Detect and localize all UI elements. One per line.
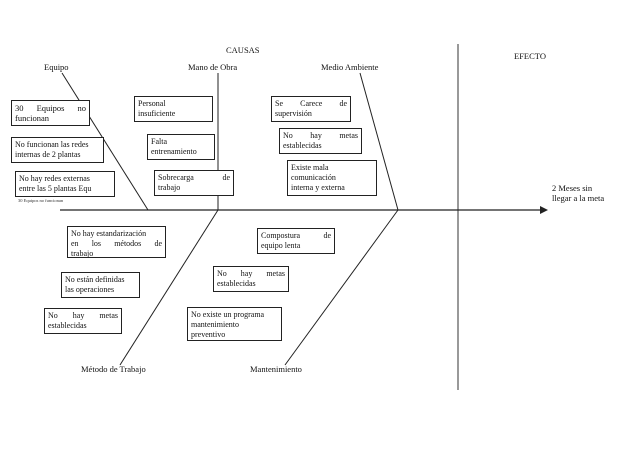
cause-box-operaciones: No están definidas las operaciones xyxy=(61,272,140,298)
cause-line: comunicación xyxy=(291,173,336,182)
cause-line: en los métodos de xyxy=(71,239,162,248)
cause-line: 30 Equipos no xyxy=(15,103,86,113)
cause-line: Compostura de xyxy=(261,231,331,240)
cause-box-sobrecarga: Sobrecarga de trabajo xyxy=(154,170,234,196)
bone-metodo-de-trabajo xyxy=(119,209,219,366)
cause-line: No están definidas xyxy=(65,275,125,284)
cause-box-metas-ambiente: No hay metas establecidas xyxy=(279,128,362,154)
cause-line: establecidas xyxy=(48,321,87,330)
category-mantenimiento: Mantenimiento xyxy=(250,364,302,374)
effect-line-1: 2 Meses sin xyxy=(552,183,593,193)
bone-equipo xyxy=(61,72,149,211)
category-equipo: Equipo xyxy=(44,62,69,72)
cause-line: Se Carece de xyxy=(275,99,347,108)
cause-box-redes-externas: No hay redes externas entre las 5 planta… xyxy=(15,171,115,197)
cause-line: No hay metas xyxy=(48,311,118,320)
category-mano-de-obra: Mano de Obra xyxy=(188,62,238,72)
cause-line: No funcionan las redes xyxy=(15,140,89,149)
cause-line: equipo lenta xyxy=(261,241,301,250)
cause-box-estandarizacion: No hay estandarización en los métodos de… xyxy=(67,226,166,258)
cause-line: establecidas xyxy=(217,279,256,288)
cause-line: trabajo xyxy=(158,183,181,192)
cause-box-equipos-no-funcionan: 30 Equipos no funcionan xyxy=(11,100,90,126)
bone-mantenimiento xyxy=(284,209,399,366)
cause-box-compostura: Compostura de equipo lenta xyxy=(257,228,335,254)
cause-line: entrenamiento xyxy=(151,147,197,156)
cause-line: interna y externa xyxy=(291,183,345,192)
cause-line: entre las 5 plantas Equ xyxy=(19,184,92,193)
cause-line: establecidas xyxy=(283,141,322,150)
cause-box-programa-mantenimiento: No existe un programa mantenimiento prev… xyxy=(187,307,282,341)
cause-line: internas de 2 plantas xyxy=(15,150,81,159)
cause-line: No hay estandarización xyxy=(71,229,147,238)
cause-box-supervision: Se Carece de supervisión xyxy=(271,96,351,122)
cause-line: No hay metas xyxy=(217,269,285,278)
cause-line: supervisión xyxy=(275,109,312,118)
cause-line: Falta xyxy=(151,137,167,146)
cause-line: Sobrecarga de xyxy=(158,173,230,182)
cause-line: No hay redes externas xyxy=(19,174,90,183)
cause-box-redes-internas: No funcionan las redes internas de 2 pla… xyxy=(11,137,104,163)
cause-box-metas-mantenimiento: No hay metas establecidas xyxy=(213,266,289,292)
category-metodo-de-trabajo: Método de Trabajo xyxy=(81,364,146,374)
cause-box-personal-insuficiente: Personal insuficiente xyxy=(134,96,213,122)
cause-line: funcionan xyxy=(15,113,49,123)
cause-line: No hay metas xyxy=(283,131,358,140)
cause-line: Existe mala xyxy=(291,163,329,172)
cause-line: No existe un programa xyxy=(191,310,265,319)
cause-line: mantenimiento xyxy=(191,320,239,329)
cause-line: las operaciones xyxy=(65,285,115,294)
effect-label: EFECTO xyxy=(514,51,546,61)
cause-box-falta-entrenamiento: Falta entrenamiento xyxy=(147,134,215,160)
cause-box-comunicacion: Existe mala comunicación interna y exter… xyxy=(287,160,377,196)
cause-box-metas-metodo: No hay metas establecidas xyxy=(44,308,122,334)
cause-line: insuficiente xyxy=(138,109,176,118)
category-medio-ambiente: Medio Ambiente xyxy=(321,62,379,72)
cause-line: Personal xyxy=(138,99,166,108)
effect-text: 2 Meses sin llegar a la meta xyxy=(552,183,604,203)
cause-small-note: 30 Equipos no funcionan xyxy=(18,198,64,203)
spine-arrowhead xyxy=(540,206,548,214)
causes-label: CAUSAS xyxy=(226,45,260,55)
effect-line-2: llegar a la meta xyxy=(552,193,605,203)
cause-line: trabajo xyxy=(71,249,94,258)
cause-line: preventivo xyxy=(191,330,226,339)
bone-medio-ambiente xyxy=(359,72,399,211)
